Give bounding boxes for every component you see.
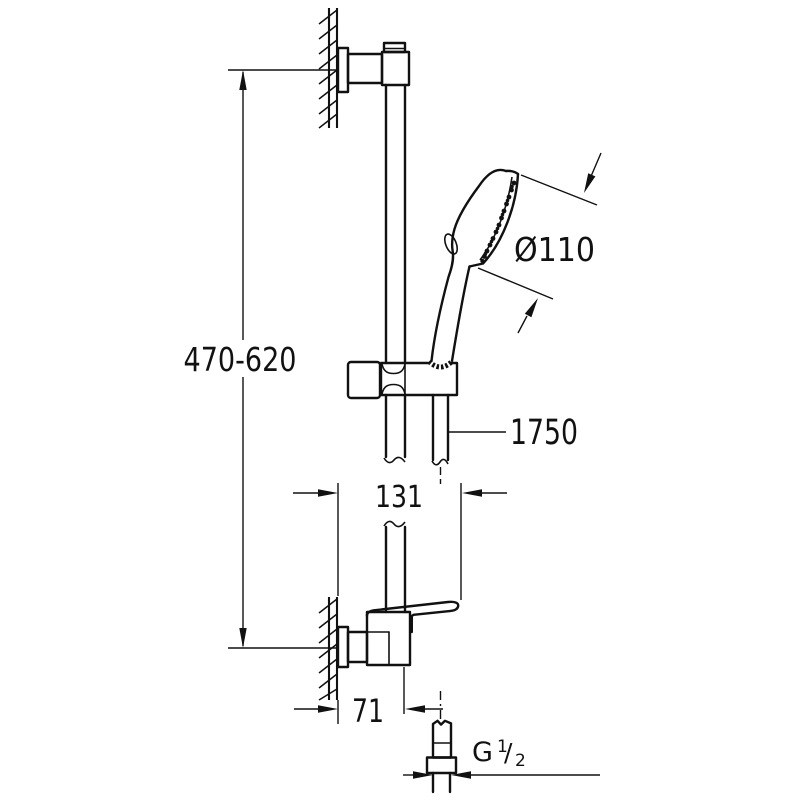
bottom-bracket-flange (336, 625, 350, 669)
rail-break-symbol-lower (383, 520, 406, 528)
wall-hatching-top (318, 9, 338, 129)
spray-nozzle-texture (480, 180, 517, 264)
knurled-nut (425, 756, 458, 775)
hose-connector (425, 719, 458, 794)
thread-label-prefix: G (472, 737, 493, 768)
holder-knob (346, 360, 382, 400)
hand-shower (430, 168, 520, 363)
holder-body (379, 361, 459, 397)
wall-section-top (318, 8, 339, 129)
top-wall-bracket (336, 41, 411, 94)
dim-offset-label: 71 (352, 692, 384, 730)
holder-rail-clamp-top (381, 363, 406, 375)
bottom-bracket-arm (346, 630, 369, 664)
wall-section-bottom (318, 597, 339, 701)
top-bracket-flange (336, 46, 350, 94)
dim-width-label: 131 (375, 480, 423, 515)
rail-top-block (380, 50, 411, 87)
connector-nipple (431, 719, 453, 759)
shower-hose (431, 393, 450, 725)
hand-shower-crown (504, 169, 520, 176)
hand-shower-handle-right (450, 265, 471, 363)
thread-label-denominator: 2 (515, 751, 526, 771)
shower-rail-lower (383, 520, 407, 614)
shower-rail-upper (383, 83, 407, 464)
rail-end-cap (382, 41, 407, 54)
rail-break-symbol-upper (383, 456, 406, 464)
dimension-thread: G 1 / 2 (403, 737, 600, 779)
dimension-hose-length: 1750 (448, 413, 578, 453)
shower-holder (346, 359, 459, 400)
dimension-head-diameter: Ø110 (477, 152, 602, 334)
dimension-width: 131 (293, 480, 507, 600)
top-bracket-arm (346, 52, 384, 85)
handle-cone-knurl (427, 359, 454, 370)
bottom-wall-bracket (336, 600, 460, 669)
dim-head-diameter-label: Ø110 (514, 230, 595, 269)
holder-rail-clamp-bottom (381, 383, 406, 395)
dimension-offset: 71 (294, 667, 443, 730)
dim-rail-height-label: 470-620 (184, 340, 297, 379)
thread-label-numerator: 1 (497, 737, 508, 757)
soap-tray (365, 600, 460, 634)
dimension-rail-height: 470-620 (184, 69, 339, 649)
spray-mode-button (443, 233, 459, 255)
thread-label-slash: / (504, 738, 513, 767)
wall-hatching-bottom (318, 598, 338, 701)
hand-shower-outline (430, 168, 508, 363)
hose-break-symbol (431, 458, 449, 466)
dim-hose-length-label: 1750 (510, 413, 578, 453)
